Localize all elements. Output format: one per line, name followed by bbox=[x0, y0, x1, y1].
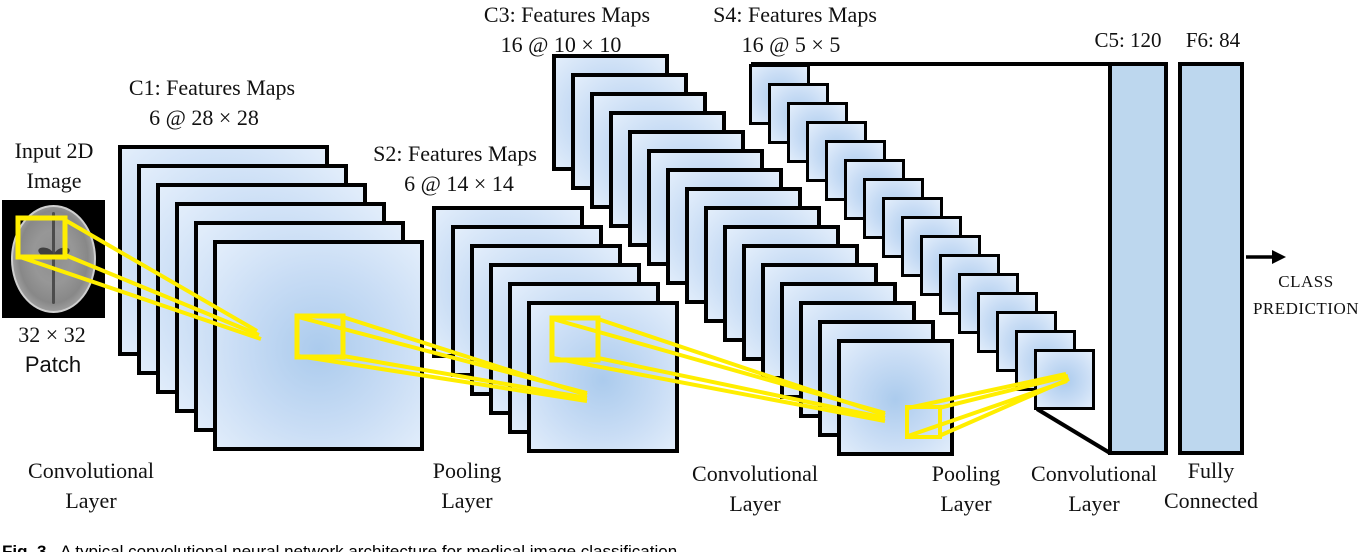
s4-title: S4: Features Maps bbox=[713, 2, 877, 27]
feature-map bbox=[213, 240, 424, 451]
c3-title: C3: Features Maps bbox=[483, 2, 651, 27]
c3-dims: 16 @ 10 × 10 bbox=[500, 32, 622, 57]
class-prediction-label: CLASS PREDICTION bbox=[1252, 272, 1360, 318]
s4-dims: 16 @ 5 × 5 bbox=[741, 32, 841, 57]
figure-caption: Fig. 3. A typical convolutional neural ne… bbox=[2, 541, 1202, 552]
feature-map bbox=[837, 339, 954, 456]
brain-fissure bbox=[52, 212, 55, 304]
figure-caption-text: A typical convolutional neural network a… bbox=[60, 542, 678, 552]
f6-title: F6: 84 bbox=[1185, 28, 1241, 52]
c5-layer-bar bbox=[1108, 62, 1168, 455]
feature-map bbox=[1034, 349, 1095, 410]
c5-type-label: Convolutional Layer bbox=[1031, 461, 1157, 516]
c1-title: C1: Features Maps bbox=[128, 75, 296, 100]
brain-mri-image bbox=[2, 200, 105, 318]
patch-word-label: Patch bbox=[24, 352, 82, 377]
c1-dims: 6 @ 28 × 28 bbox=[149, 105, 259, 130]
c1-type-label: Convolutional Layer bbox=[28, 458, 154, 513]
c3-type-label: Convolutional Layer bbox=[692, 461, 818, 516]
s4-type-label: Pooling Layer bbox=[931, 461, 1001, 516]
s2-title: S2: Features Maps bbox=[373, 141, 537, 166]
s2-dims: 6 @ 14 × 14 bbox=[404, 171, 514, 196]
f6-type-label: Fully Connected bbox=[1163, 458, 1259, 513]
figure-caption-prefix: Fig. 3. bbox=[2, 542, 52, 552]
f6-layer-bar bbox=[1178, 62, 1244, 455]
c5-title: C5: 120 bbox=[1094, 28, 1162, 52]
s4-to-c5-bottom-line bbox=[1035, 407, 1112, 455]
feature-map bbox=[527, 301, 679, 453]
input-image-label: Input 2D Image bbox=[14, 138, 94, 193]
output-arrow-head bbox=[1272, 250, 1286, 264]
s2-type-label: Pooling Layer bbox=[432, 458, 502, 513]
patch-size-label: 32 × 32 bbox=[18, 322, 86, 347]
